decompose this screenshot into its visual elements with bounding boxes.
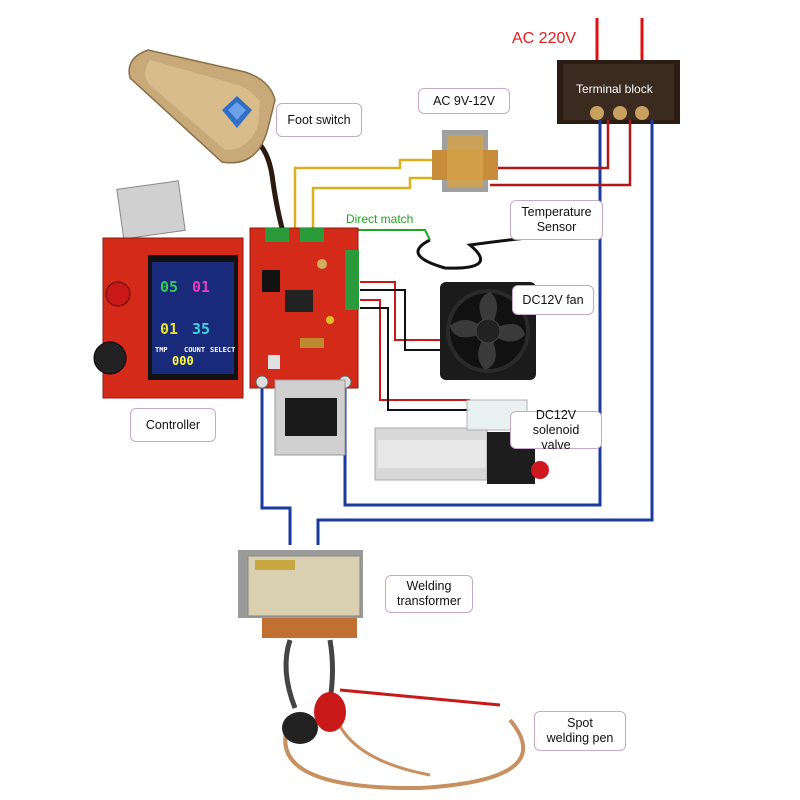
terminal-block: [557, 60, 680, 124]
direct-match-wire: [340, 229, 431, 241]
controller-display: [93, 180, 244, 399]
transformer-label: AC 9V-12V: [418, 88, 510, 114]
screen-value-4: 35: [192, 320, 211, 338]
solenoid-valve-label-line1: DC12V: [535, 407, 577, 422]
main-pcb: [249, 227, 359, 389]
temperature-sensor-label-line2: Sensor: [536, 220, 577, 234]
welding-transformer-label: Welding transformer: [385, 575, 473, 613]
foot-switch-cable: [253, 138, 285, 229]
controller-label: Controller: [130, 408, 216, 442]
temperature-sensor-label: Temperature Sensor: [510, 200, 603, 240]
fan-label: DC12V fan: [512, 285, 594, 315]
fan-wires: [360, 281, 442, 351]
screen-value-2: 01: [192, 278, 211, 296]
solenoid-valve-label-line2: solenoid valve: [532, 422, 580, 452]
terminal-block-label: Terminal block: [576, 82, 653, 96]
solenoid-valve-label: DC12V solenoid valve: [510, 407, 602, 452]
screen-select-label: SELECT: [210, 346, 236, 354]
ac-220v-label: AC 220V: [512, 30, 577, 47]
screen-value-1: 05: [160, 278, 179, 296]
screen-temp-label: TMP: [155, 346, 168, 354]
spot-welding-pen-label: Spot welding pen: [534, 711, 626, 751]
valve-wires: [360, 299, 470, 411]
transformer-primary-wires: [490, 120, 632, 187]
welding-transformer-label-line2: transformer: [397, 594, 461, 608]
small-transformer: [432, 130, 498, 192]
welding-transformer-label-line1: Welding: [406, 579, 452, 593]
screen-count-value: 000: [172, 354, 194, 368]
spot-welding-pen-label-line1: Spot: [567, 716, 593, 730]
ac-input-wires: [595, 18, 644, 62]
foot-switch-label: Foot switch: [276, 103, 362, 137]
welding-pen-handles: [282, 692, 346, 744]
temperature-sensor-label-line1: Temperature: [521, 205, 592, 219]
screen-value-3: 01: [160, 320, 179, 338]
scr-module: [274, 379, 346, 456]
foot-switch: [128, 49, 276, 164]
transformer-secondary-wires: [293, 158, 435, 228]
welding-transformer: [238, 550, 363, 638]
direct-match-label: Direct match: [346, 212, 414, 226]
spot-welding-pen-label-line2: welding pen: [546, 731, 614, 745]
screen-count-label: COUNT: [184, 346, 206, 354]
